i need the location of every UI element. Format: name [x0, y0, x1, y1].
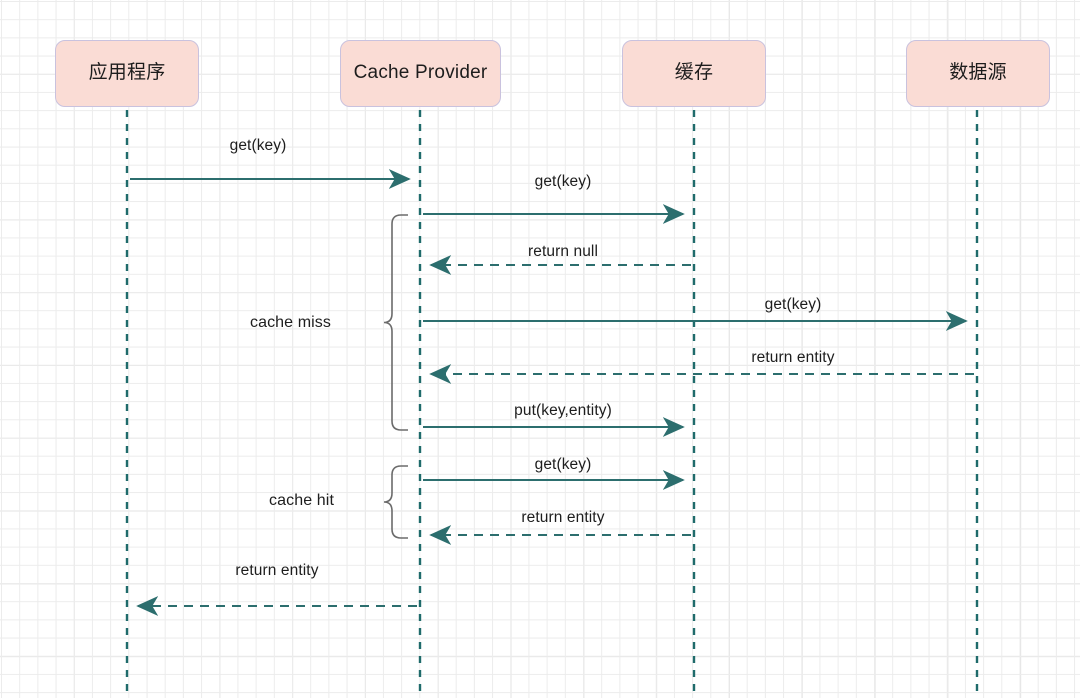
message-label-m9: return entity [235, 562, 319, 579]
message-label-m5: return entity [751, 349, 835, 366]
participant-label-app: 应用程序 [88, 62, 166, 84]
message-label-m4: get(key) [764, 296, 822, 313]
brace-g1 [383, 214, 408, 431]
message-label-m6: put(key,entity) [514, 402, 612, 419]
message-label-m8: return entity [521, 509, 605, 526]
participant-label-provider: Cache Provider [353, 62, 488, 84]
message-label-m2: get(key) [534, 173, 592, 190]
participant-box-app[interactable]: 应用程序 [55, 40, 199, 107]
message-arrows-group [130, 169, 974, 616]
group-label-g2: cache hit [269, 492, 334, 509]
participant-box-datasource[interactable]: 数据源 [906, 40, 1050, 107]
message-label-m1: get(key) [229, 137, 287, 154]
participant-box-provider[interactable]: Cache Provider [340, 40, 501, 107]
group-label-g1: cache miss [249, 314, 331, 331]
participant-box-cache[interactable]: 缓存 [622, 40, 766, 107]
group-braces [383, 214, 408, 539]
message-label-m3: return null [527, 243, 599, 260]
brace-g2 [383, 465, 408, 539]
participant-label-cache: 缓存 [674, 62, 714, 84]
message-label-m7: get(key) [534, 456, 592, 473]
participant-label-datasource: 数据源 [949, 62, 1007, 84]
